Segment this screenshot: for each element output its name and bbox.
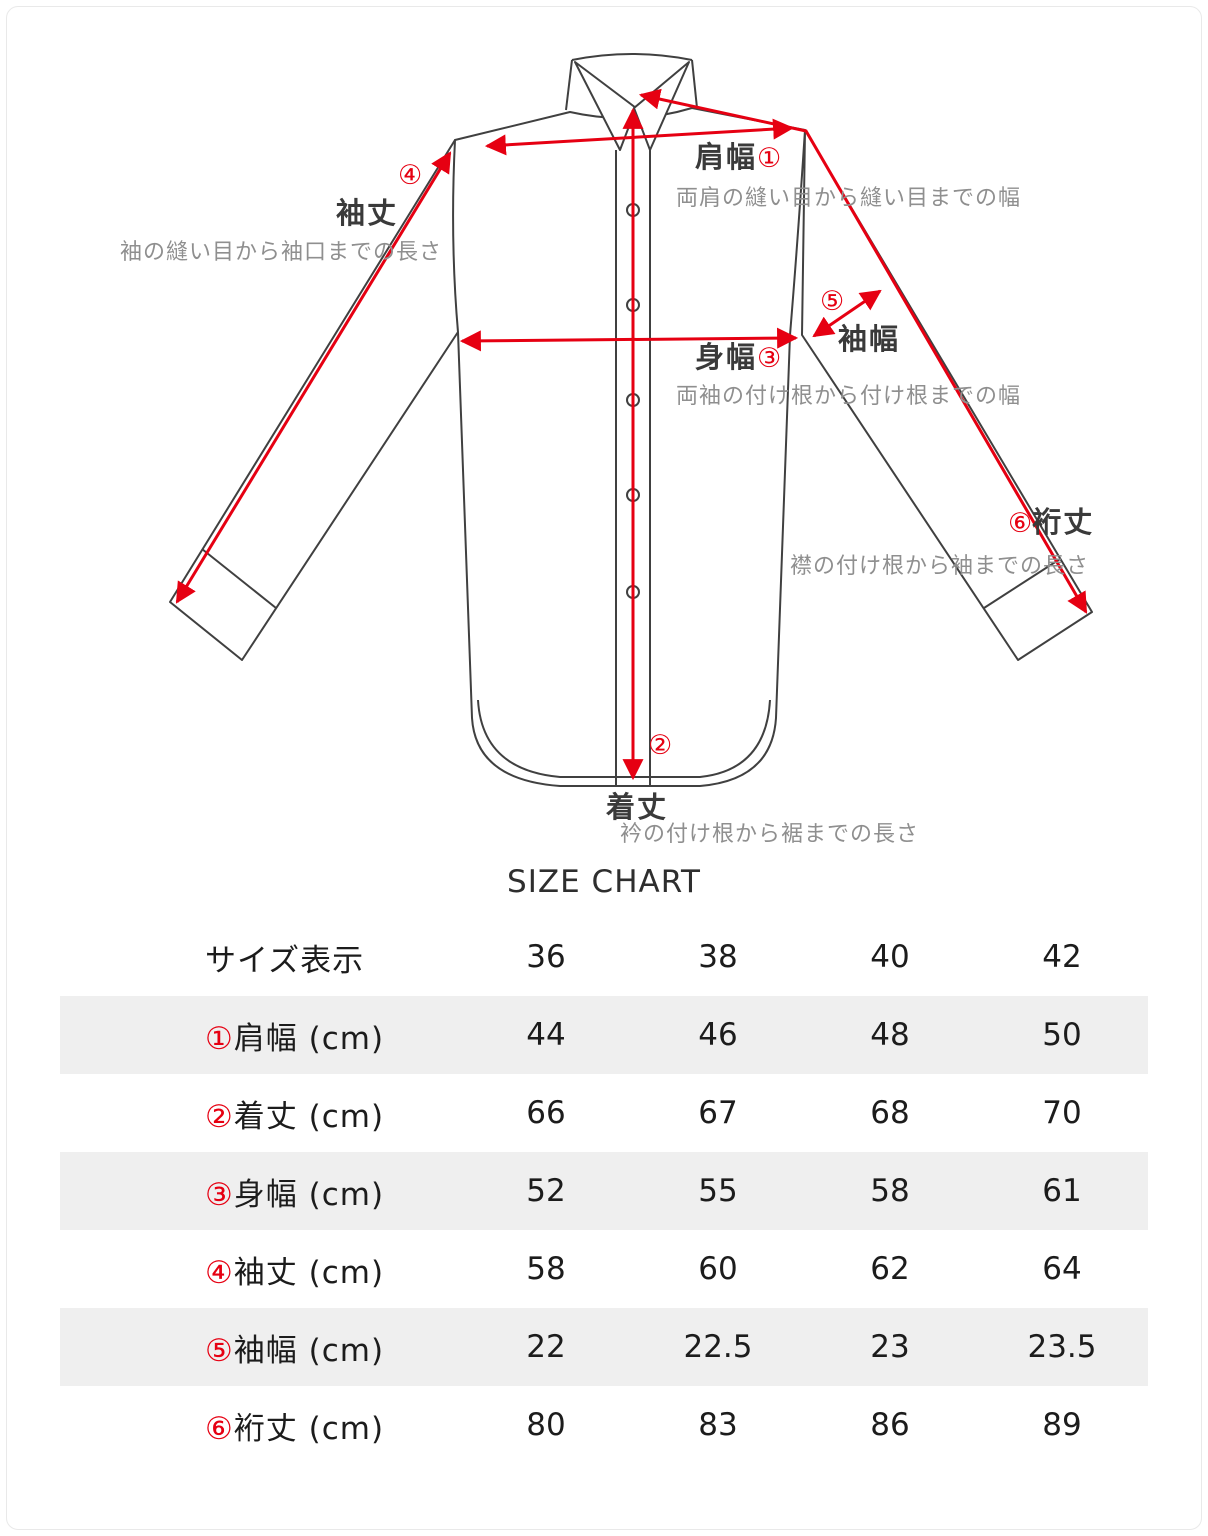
size-value: 40 bbox=[870, 939, 910, 975]
body-length-desc: 衿の付け根から裾までの長さ bbox=[620, 822, 920, 847]
cell-value: 58 bbox=[526, 1251, 566, 1287]
cell-value: 83 bbox=[698, 1407, 738, 1443]
cell-value: 67 bbox=[698, 1095, 738, 1131]
row-number: ② bbox=[205, 1098, 234, 1135]
cell-value: 66 bbox=[526, 1095, 566, 1131]
row-number: ⑤ bbox=[205, 1332, 234, 1369]
cell-value: 23 bbox=[870, 1329, 910, 1365]
shoulder-width-desc: 両肩の縫い目から縫い目までの幅 bbox=[676, 186, 1022, 211]
table-row-sizes: サイズ表示 36 38 40 42 bbox=[60, 918, 1148, 996]
size-value: 42 bbox=[1042, 939, 1082, 975]
yuki-length-label-group: ⑥裄丈 bbox=[1008, 505, 1094, 540]
row-label: 肩幅 (cm) bbox=[233, 1020, 385, 1057]
row-label: 袖幅 (cm) bbox=[233, 1332, 385, 1369]
cell-value: 86 bbox=[870, 1407, 910, 1443]
yuki-length-arrow bbox=[638, 88, 1088, 614]
row-label: 裄丈 (cm) bbox=[233, 1410, 385, 1447]
row-label: 身幅 (cm) bbox=[233, 1176, 385, 1213]
table-row-sleeve-width: ⑤袖幅 (cm) 22 22.5 23 23.5 bbox=[60, 1308, 1148, 1386]
sleeve-length-number: ④ bbox=[398, 160, 423, 191]
row-label: 袖丈 (cm) bbox=[233, 1254, 385, 1291]
sleeve-length-desc: 袖の縫い目から袖口までの長さ bbox=[120, 240, 443, 265]
body-width-label-group: 身幅③ bbox=[695, 340, 781, 375]
shoulder-width-label: 肩幅 bbox=[695, 140, 758, 174]
cell-value: 70 bbox=[1042, 1095, 1082, 1131]
cell-value: 80 bbox=[526, 1407, 566, 1443]
cell-value: 68 bbox=[870, 1095, 910, 1131]
body-width-desc: 両袖の付け根から付け根までの幅 bbox=[676, 384, 1022, 409]
cell-value: 44 bbox=[526, 1017, 566, 1053]
cell-value: 50 bbox=[1042, 1017, 1082, 1053]
sleeve-length-arrow bbox=[175, 151, 452, 604]
shirt-measurement-diagram: ④ 袖丈 袖の縫い目から袖口までの長さ 肩幅① 両肩の縫い目から縫い目までの幅 … bbox=[120, 53, 1094, 847]
row-number: ① bbox=[205, 1020, 234, 1057]
row-label: 着丈 (cm) bbox=[233, 1098, 385, 1135]
sleeve-length-label: 袖丈 bbox=[336, 196, 399, 230]
cell-value: 23.5 bbox=[1027, 1329, 1097, 1365]
size-value: 36 bbox=[526, 939, 566, 975]
body-width-number: ③ bbox=[757, 343, 782, 374]
size-chart-title: SIZE CHART bbox=[507, 864, 701, 900]
sleeve-width-number: ⑤ bbox=[820, 286, 845, 317]
shirt-outline bbox=[169, 53, 1093, 787]
row-number: ④ bbox=[205, 1254, 234, 1291]
cell-value: 55 bbox=[698, 1173, 738, 1209]
cell-value: 22 bbox=[526, 1329, 566, 1365]
table-row-body-length: ②着丈 (cm) 66 67 68 70 bbox=[60, 1074, 1148, 1152]
shirt-diagram-svg bbox=[169, 53, 1093, 787]
cell-value: 61 bbox=[1042, 1173, 1082, 1209]
measurement-arrows bbox=[175, 88, 1088, 781]
cell-value: 22.5 bbox=[683, 1329, 753, 1365]
cell-value: 46 bbox=[698, 1017, 738, 1053]
shoulder-width-number: ① bbox=[757, 143, 782, 174]
yuki-length-number: ⑥ bbox=[1008, 508, 1033, 539]
table-row-sleeve-length: ④袖丈 (cm) 58 60 62 64 bbox=[60, 1230, 1148, 1308]
sleeve-width-label: 袖幅 bbox=[838, 322, 901, 356]
cell-value: 62 bbox=[870, 1251, 910, 1287]
shoulder-width-label-group: 肩幅① bbox=[695, 140, 781, 175]
cell-value: 89 bbox=[1042, 1407, 1082, 1443]
body-length-number: ② bbox=[648, 730, 673, 761]
body-length-label: 着丈 bbox=[606, 790, 669, 824]
cell-value: 48 bbox=[870, 1017, 910, 1053]
yuki-length-desc: 襟の付け根から袖までの長さ bbox=[790, 554, 1090, 579]
table-row-yuki-length: ⑥裄丈 (cm) 80 83 86 89 bbox=[60, 1386, 1148, 1464]
table-row-body-width: ③身幅 (cm) 52 55 58 61 bbox=[60, 1152, 1148, 1230]
table-row-shoulder-width: ①肩幅 (cm) 44 46 48 50 bbox=[60, 996, 1148, 1074]
size-chart-table: サイズ表示 36 38 40 42 ①肩幅 (cm) 44 46 48 50 ②… bbox=[60, 918, 1148, 1464]
cell-value: 58 bbox=[870, 1173, 910, 1209]
row-number: ③ bbox=[205, 1176, 234, 1213]
cell-value: 52 bbox=[526, 1173, 566, 1209]
cell-value: 60 bbox=[698, 1251, 738, 1287]
body-width-label: 身幅 bbox=[695, 340, 758, 374]
size-row-label: サイズ表示 bbox=[205, 942, 365, 979]
size-value: 38 bbox=[698, 939, 738, 975]
row-number: ⑥ bbox=[205, 1410, 234, 1447]
cell-value: 64 bbox=[1042, 1251, 1082, 1287]
yuki-length-label: 裄丈 bbox=[1032, 505, 1095, 539]
